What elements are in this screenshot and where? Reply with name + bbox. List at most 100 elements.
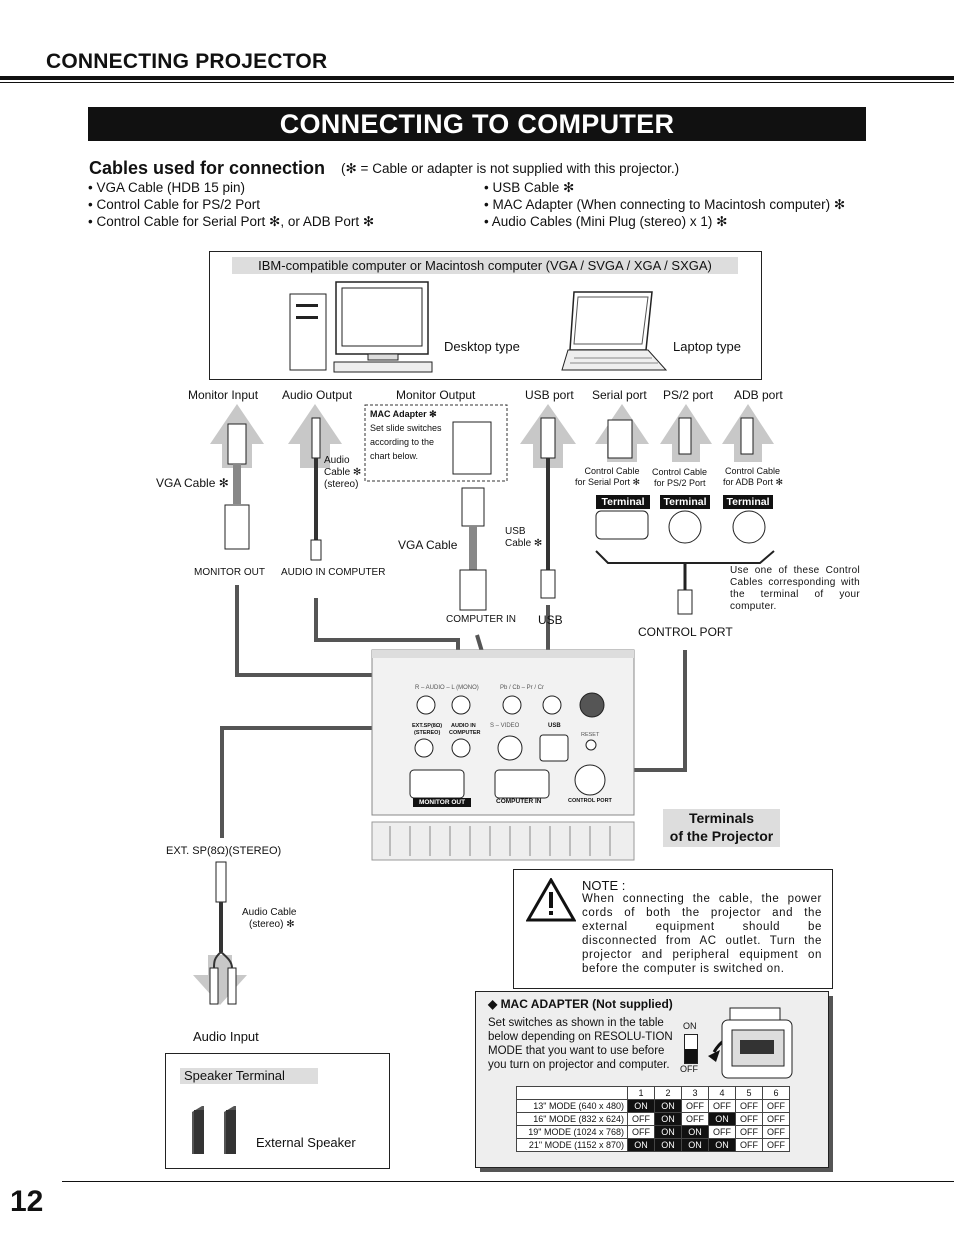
desktop-label: Desktop type [444,339,520,354]
panel-reset: RESET [581,732,600,738]
cable-list-left: • VGA Cable (HDB 15 pin) • Control Cable… [88,179,374,230]
control-cable-ps2-label: for PS/2 Port [654,478,706,488]
mac-box-title: ◆ MAC ADAPTER (Not supplied) [488,997,673,1011]
usb-label: USB [538,613,563,627]
switch-value-cell: OFF [762,1112,790,1126]
usb-cable-label: Cable ✻ [505,538,543,549]
control-cable-note: Use one of these Control Cables correspo… [730,565,860,612]
switch-value-cell: ON [654,1099,682,1113]
terminal-tag-adb: Terminal [723,495,773,509]
mac-adapter-icon [708,1007,793,1079]
panel-usb: USB [548,723,561,729]
switch-value-cell: ON [654,1138,682,1152]
switch-value-cell: OFF [735,1099,763,1113]
switch-value-cell: OFF [681,1112,709,1126]
vga-cable-center-label: VGA Cable [398,538,458,552]
switch-value-cell: ON [627,1138,655,1152]
table-header-cell: 1 [627,1086,655,1100]
control-cable-serial-label: for Serial Port ✻ [575,477,641,487]
port-label-audio-output: Audio Output [282,388,353,402]
switch-value-cell: OFF [627,1125,655,1139]
audio-input-label: Audio Input [193,1029,259,1044]
terminal-tag-ps2: Terminal [660,495,710,509]
note-box: NOTE : When connecting the cable, the po… [513,869,833,989]
header-rule [0,76,954,80]
audio-cable-label: (stereo) [324,479,359,490]
table-header-cell: 6 [762,1086,790,1100]
vga-cable-label: VGA Cable ✻ [156,476,229,490]
port-label-adb: ADB port [734,388,783,402]
page-number: 12 [10,1185,44,1218]
panel-computer-in: COMPUTER IN [496,798,542,805]
switch-value-cell: OFF [762,1099,790,1113]
mac-adapter-line: Set slide switches [370,423,442,433]
switch-value-cell: ON [681,1138,709,1152]
panel-computer: COMPUTER [449,730,481,736]
table-header-cell: 5 [735,1086,763,1100]
speaker-audio-cable-label: (stereo) ✻ [249,919,295,930]
warning-icon [526,878,576,922]
mac-adapter-line: according to the [370,437,435,447]
switch-value-cell: OFF [627,1112,655,1126]
mac-adapter-line: chart below. [370,451,419,461]
switch-off-label: OFF [680,1064,698,1074]
port-label-serial: Serial port [592,388,647,402]
audio-in-computer-label: AUDIO IN COMPUTER [281,567,386,578]
mac-adapter-box: ◆ MAC ADAPTER (Not supplied) Set switche… [475,991,829,1168]
computer-in-label: COMPUTER IN [446,614,516,625]
panel-monitor-out: MONITOR OUT [413,798,471,807]
control-cable-ps2-label: Control Cable [652,467,708,477]
table-corner-cell [516,1086,628,1100]
port-label-usb: USB port [525,388,574,402]
usb-cable-label: USB [505,526,526,537]
switch-value-cell: ON [627,1099,655,1113]
port-label-monitor-input: Monitor Input [188,388,259,402]
table-header-cell: 4 [708,1086,736,1100]
switch-value-cell: OFF [735,1138,763,1152]
audio-cable-label: Audio [324,455,350,466]
list-item: • Control Cable for PS/2 Port [88,197,261,212]
header-rule-thin [0,82,954,83]
list-item: • Control Cable for Serial Port ✻, or AD… [88,214,375,229]
table-header-cell: 3 [681,1086,709,1100]
switch-icon [684,1034,698,1064]
panel-stereo: (STEREO) [414,730,441,736]
switch-value-cell: ON [654,1125,682,1139]
cables-note: (✻ = Cable or adapter is not supplied wi… [341,161,680,176]
cables-heading: Cables used for connection [89,158,326,178]
switch-value-cell: OFF [708,1099,736,1113]
list-item: • USB Cable ✻ [484,180,575,195]
page-title: CONNECTING TO COMPUTER [88,107,866,141]
note-title: NOTE : [582,878,626,893]
port-label-monitor-output: Monitor Output [396,388,476,402]
panel-svideo: S – VIDEO [490,723,520,729]
mode-cell: 16" MODE (832 x 624) [516,1112,628,1126]
mac-adapter-label: MAC Adapter ✻ [370,409,437,419]
switch-value-cell: OFF [735,1125,763,1139]
cable-list-right: • USB Cable ✻ • MAC Adapter (When connec… [484,179,845,230]
mac-box-text: Set switches as shown in the table below… [488,1017,673,1071]
control-cable-adb-label: for ADB Port ✻ [723,477,784,487]
switch-value-cell: OFF [762,1125,790,1139]
switch-value-cell: OFF [762,1138,790,1152]
port-label-ps2: PS/2 port [663,388,714,402]
footer-rule [62,1181,954,1182]
note-text: When connecting the cable, the power cor… [582,893,822,975]
control-cable-serial-label: Control Cable [584,466,640,476]
mode-cell: 13" MODE (640 x 480) [516,1099,628,1113]
mode-cell: 19" MODE (1024 x 768) [516,1125,628,1139]
switch-value-cell: OFF [681,1099,709,1113]
panel-control-port: CONTROL PORT [568,798,612,804]
panel-video-row: Pb / Cb – Pr / Cr [500,685,545,691]
monitor-out-label: MONITOR OUT [194,567,265,578]
speaker-icon [192,1106,236,1154]
speaker-box: Speaker Terminal External Speaker [165,1053,390,1169]
laptop-label: Laptop type [673,339,741,354]
table-header-row: 1 2 3 4 5 6 [516,1086,790,1100]
computer-box: IBM-compatible computer or Macintosh com… [209,251,762,380]
